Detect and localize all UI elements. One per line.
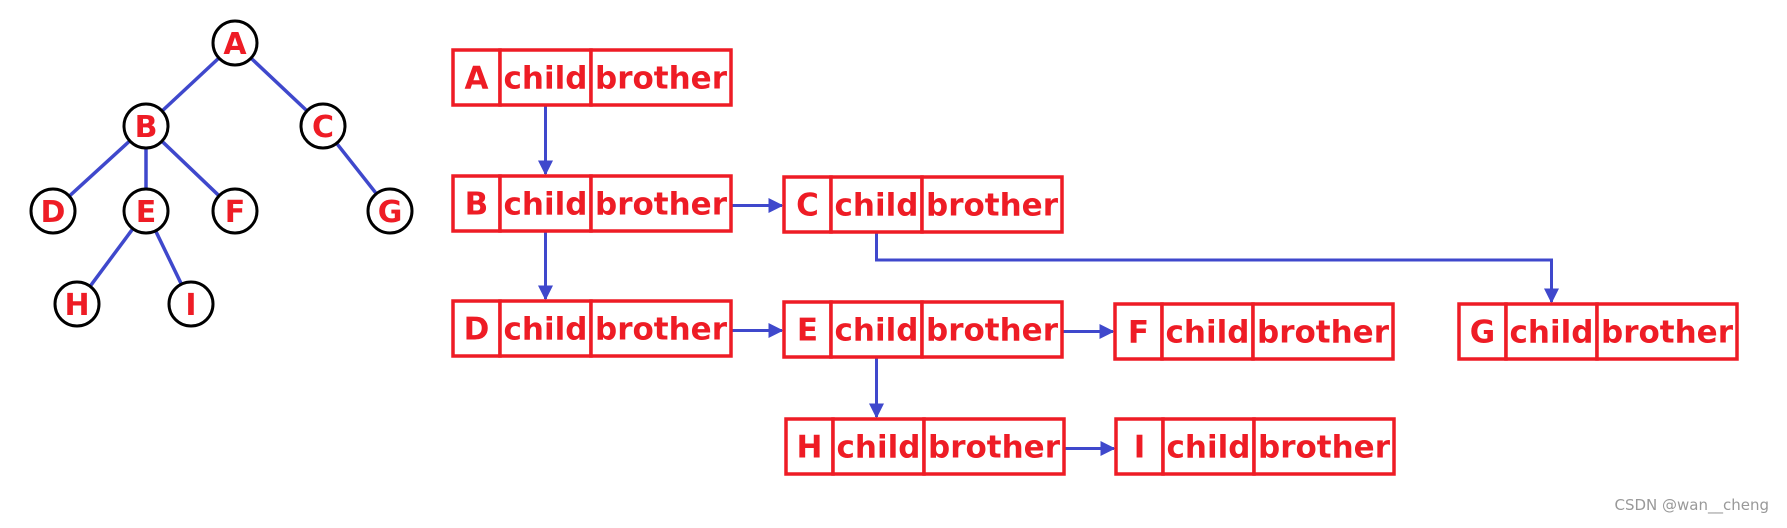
tree-edge-B-F xyxy=(160,139,221,198)
tree-nodes: A B C D E F G H I xyxy=(29,19,414,328)
record-brother-cell-text: brother xyxy=(595,187,728,223)
record-brother-cell-text: brother xyxy=(926,313,1059,349)
record-brother-cell xyxy=(589,299,733,358)
record-brother-cell xyxy=(1595,302,1739,361)
record-child-cell xyxy=(498,48,593,107)
tree-node-B: B xyxy=(122,102,170,150)
tree-node-label: C xyxy=(312,110,334,145)
record-child-cell-text: child xyxy=(1510,315,1594,351)
record-child-cell xyxy=(829,175,924,234)
record-brother-cell-text: brother xyxy=(1258,430,1391,466)
record-name-cell-text: E xyxy=(797,313,818,349)
record-brother-cell xyxy=(589,48,733,107)
record-brother-cell-text: brother xyxy=(928,430,1061,466)
tree-node-label: A xyxy=(223,27,247,62)
record-brother-cell-text: brother xyxy=(1601,315,1734,351)
watermark: CSDN @wan__cheng xyxy=(1614,496,1769,514)
record-brother-cell xyxy=(920,300,1064,359)
tree-node-D: D xyxy=(29,187,77,235)
record-brother-cell-text: brother xyxy=(926,188,1059,224)
tree-edge-B-D xyxy=(68,139,131,198)
record-name-cell xyxy=(1457,302,1508,361)
record-child-cell-text: child xyxy=(504,187,588,223)
tree-node-circle xyxy=(53,280,101,328)
tree-node-C: C xyxy=(299,102,347,150)
tree-node-label: F xyxy=(225,195,246,230)
tree-node-circle xyxy=(29,187,77,235)
tree-node-A: A xyxy=(211,19,259,67)
record-name-cell-text: B xyxy=(465,187,489,223)
tree-node-circle xyxy=(122,187,170,235)
record-name-cell-text: A xyxy=(465,61,489,97)
tree-node-H: H xyxy=(53,280,101,328)
tree-node-I: I xyxy=(167,280,215,328)
record-name-cell-text: G xyxy=(1470,315,1495,351)
record-name-cell-text: F xyxy=(1128,315,1149,351)
tree-node-G: G xyxy=(366,187,414,235)
record-brother-cell-text: brother xyxy=(1257,315,1390,351)
record-brother-cell xyxy=(589,174,733,233)
record-name-cell xyxy=(451,48,502,107)
record-child-cell xyxy=(498,299,593,358)
record-name-cell xyxy=(782,300,833,359)
tree-node-circle xyxy=(167,280,215,328)
tree-edge-C-G xyxy=(335,142,378,195)
tree-node-label: E xyxy=(136,195,157,230)
tree-node-circle xyxy=(211,19,259,67)
record-name-cell-text: H xyxy=(797,430,823,466)
record-name-cell xyxy=(451,174,502,233)
tree-node-label: B xyxy=(135,110,158,145)
record-brother-cell-text: brother xyxy=(595,312,728,348)
tree-node-label: D xyxy=(41,195,66,230)
tree-node-label: G xyxy=(378,195,403,230)
record-brother-cell xyxy=(922,417,1066,476)
tree-node-circle xyxy=(366,187,414,235)
tree-node-label: I xyxy=(185,288,196,323)
record-brother-cell xyxy=(1251,302,1395,361)
pointer-arrows xyxy=(538,87,1559,456)
tree-edge-A-C xyxy=(249,56,309,113)
tree-node-circle xyxy=(211,187,259,235)
record-name-cell-text: I xyxy=(1134,430,1146,466)
tree-node-circle xyxy=(299,102,347,150)
tree-edges xyxy=(68,56,378,288)
tree-node-E: E xyxy=(122,187,170,235)
record-child-cell xyxy=(829,300,924,359)
tree-node-circle xyxy=(122,102,170,150)
record-child-cell-text: child xyxy=(835,313,919,349)
record-child-cell-text: child xyxy=(837,430,921,466)
record-brother-cell-text: brother xyxy=(595,61,728,97)
tree-node-F: F xyxy=(211,187,259,235)
record-name-cell-text: C xyxy=(796,188,819,224)
record-child-cell xyxy=(831,417,926,476)
record-child-cell-text: child xyxy=(504,312,588,348)
record-child-cell-text: child xyxy=(835,188,919,224)
tree-edge-E-I xyxy=(154,230,183,285)
record-brother-cell xyxy=(920,175,1064,234)
record-child-cell-text: child xyxy=(504,61,588,97)
record-child-cell xyxy=(1504,302,1599,361)
record-name-cell xyxy=(784,417,835,476)
child-pointer-C-G xyxy=(875,214,1559,304)
record-brother-cell xyxy=(1252,417,1396,476)
tree-edge-A-B xyxy=(160,56,221,113)
record-child-cell xyxy=(498,174,593,233)
tree-node-label: H xyxy=(64,288,89,323)
record-child-cell-text: child xyxy=(1167,430,1251,466)
tree-edge-E-H xyxy=(88,227,135,288)
record-name-cell xyxy=(451,299,502,358)
record-child-cell-text: child xyxy=(1166,315,1250,351)
record-name-cell-text: D xyxy=(464,312,490,348)
